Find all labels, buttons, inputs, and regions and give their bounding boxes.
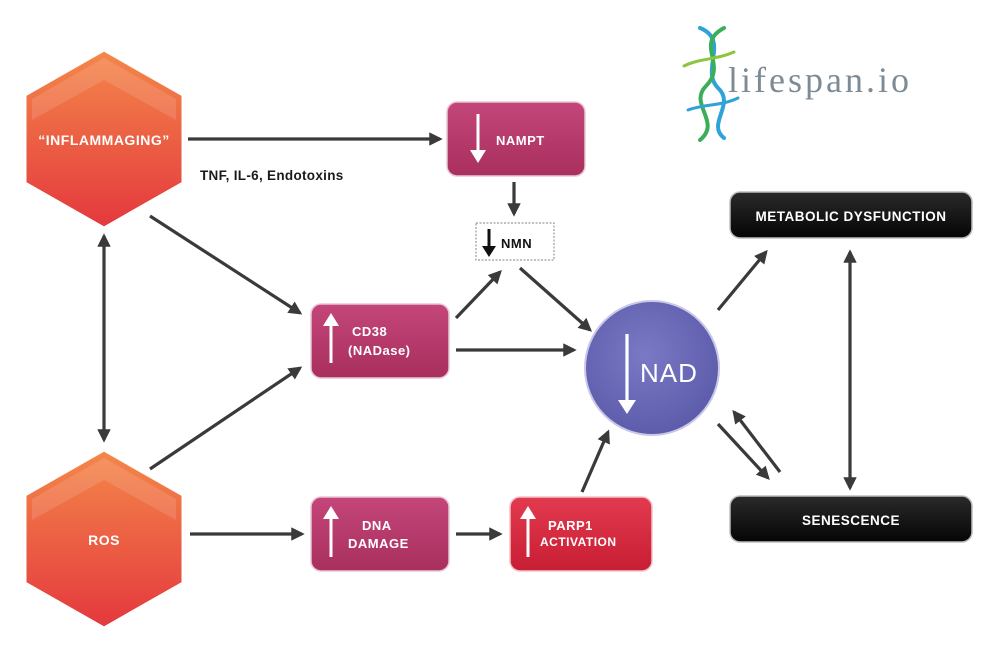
arrow-cd38-to-nmn	[454, 270, 502, 320]
dna-label-line1: DNA	[362, 518, 392, 533]
down-arrow-icon	[618, 334, 636, 414]
hexagon-shape	[23, 48, 185, 230]
hexagon-highlight	[32, 458, 176, 520]
lifespan-logo: lifespan.io	[682, 26, 912, 142]
up-arrow-icon	[520, 506, 536, 557]
dna-label-line2: DAMAGE	[348, 536, 409, 551]
parp1-label-line2: ACTIVATION	[540, 535, 617, 549]
down-arrow-icon	[482, 229, 496, 257]
arrow-ros-to-cd38	[149, 366, 303, 471]
hexagon-highlight	[32, 58, 176, 120]
senescence-label: SENESCENCE	[802, 513, 900, 528]
nad-label: NAD	[640, 358, 698, 388]
box-shape	[509, 496, 653, 572]
nad-circle	[584, 300, 720, 436]
box-shape	[446, 101, 586, 177]
box-shape	[729, 495, 973, 543]
up-arrow-icon	[323, 506, 339, 557]
nampt-label: NAMPT	[496, 133, 545, 148]
node-metabolic-dysfunction: METABOLIC DYSFUNCTION	[729, 191, 973, 239]
node-parp1: PARP1 ACTIVATION	[509, 496, 653, 572]
edges	[97, 132, 857, 541]
inflammaging-label: “INFLAMMAGING”	[38, 132, 169, 148]
box-shape	[310, 496, 450, 572]
arrow-senescence-to-nad	[732, 409, 782, 473]
node-dna-damage: DNA DAMAGE	[310, 496, 450, 572]
box-shape	[310, 303, 450, 379]
arrow-nad-to-senescence	[716, 422, 770, 480]
node-nad: NAD	[584, 300, 720, 436]
cd38-label-line1: CD38	[352, 324, 387, 339]
edge-label-tnf: TNF, IL-6, Endotoxins	[200, 168, 344, 183]
arrow-nad-to-metabolic	[716, 249, 768, 312]
up-arrow-icon	[323, 313, 339, 363]
arrow-parp1-to-nad	[580, 429, 610, 493]
node-nampt: NAMPT	[446, 101, 586, 177]
node-inflammaging: “INFLAMMAGING”	[23, 48, 185, 230]
nmn-label: NMN	[501, 236, 532, 251]
cd38-label-line2: (NADase)	[348, 343, 411, 358]
parp1-label-line1: PARP1	[548, 518, 593, 533]
node-senescence: SENESCENCE	[729, 495, 973, 543]
node-cd38: CD38 (NADase)	[310, 303, 450, 379]
arrow-inflammaging-to-cd38	[149, 214, 303, 315]
ros-label: ROS	[88, 532, 120, 548]
dna-helix-icon	[682, 26, 740, 142]
node-nmn: NMN	[475, 222, 555, 261]
arrow-nmn-to-nad	[518, 266, 593, 332]
hexagon-shape	[23, 448, 185, 630]
metabolic-label: METABOLIC DYSFUNCTION	[756, 209, 947, 224]
down-arrow-icon	[470, 114, 486, 163]
node-ros: ROS	[23, 448, 185, 630]
logo-text: lifespan.io	[728, 60, 912, 100]
box-shape	[729, 191, 973, 239]
